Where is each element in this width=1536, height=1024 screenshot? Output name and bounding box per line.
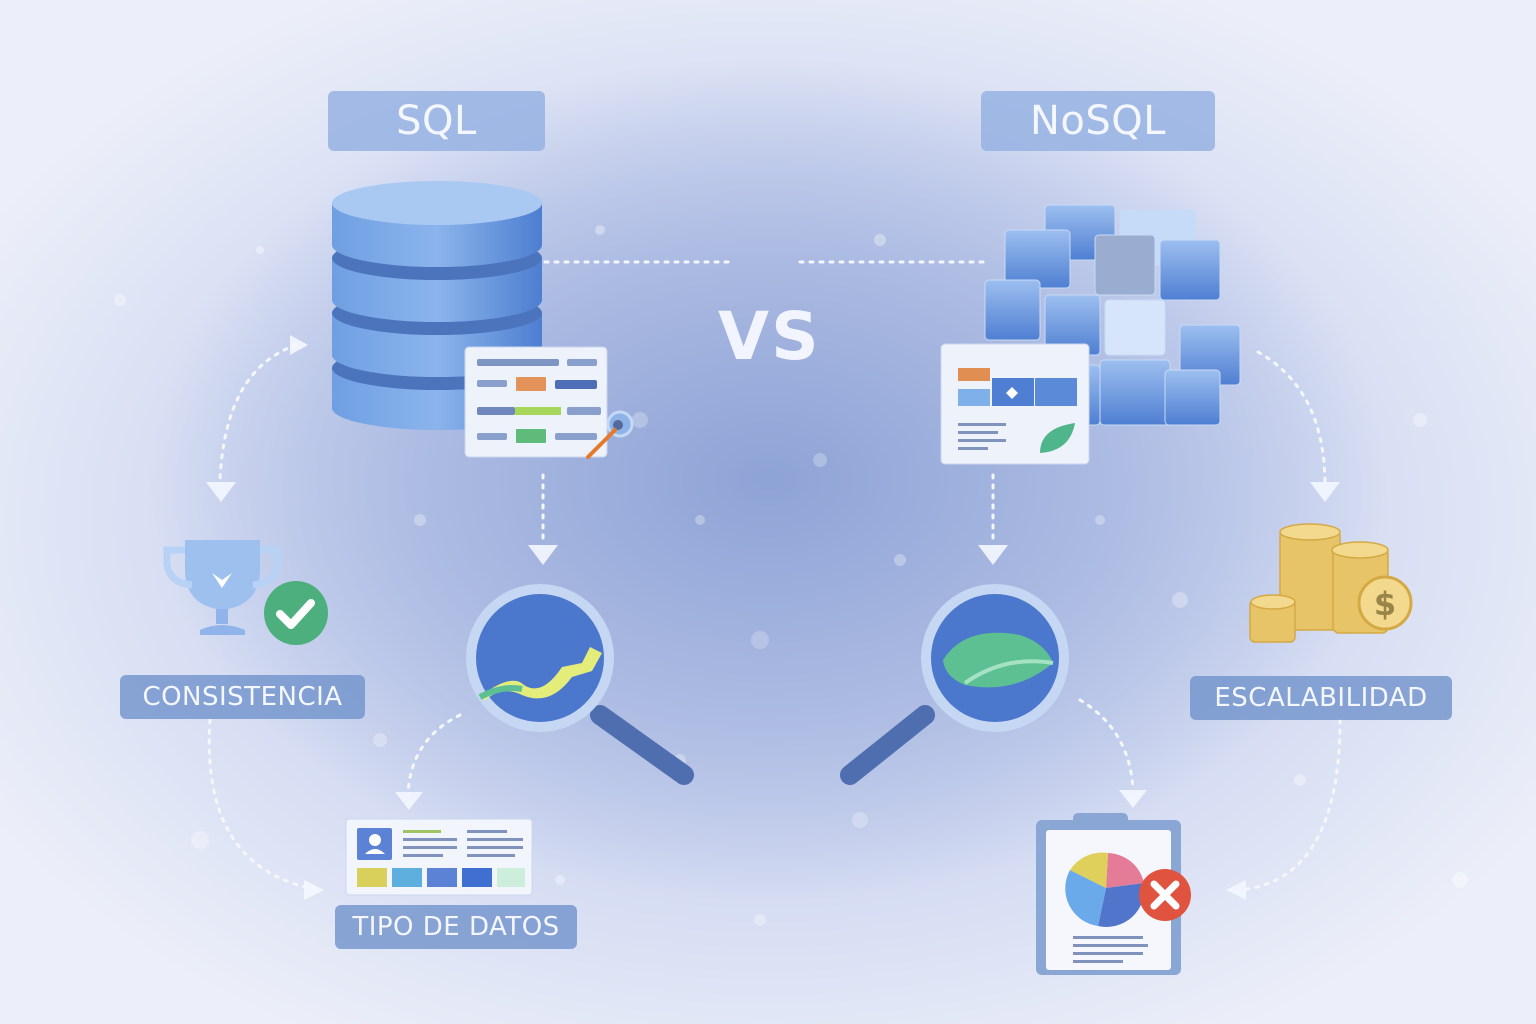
leaf-magnifier-icon [840,584,1069,785]
versus-label: VS [718,298,821,375]
trophy-check-icon [163,540,328,645]
scalability-label: ESCALABILIDAD [1190,676,1452,720]
data-types-label: TIPO DE DATOS [335,905,577,949]
cube-cluster-icon [984,204,1241,426]
analytics-magnifier-icon [466,584,694,785]
svg-text:$: $ [1374,585,1396,623]
consistency-label: CONSISTENCIA [120,675,365,719]
clipboard-pie-error-icon [1036,813,1191,975]
table-sheet-icon [464,346,634,459]
sql-title: SQL [328,91,545,151]
nosql-title: NoSQL [981,91,1215,151]
document-card-leaf-icon [940,343,1090,465]
coins-dollar-icon: $ [1249,523,1413,643]
data-card-icon [345,818,533,896]
